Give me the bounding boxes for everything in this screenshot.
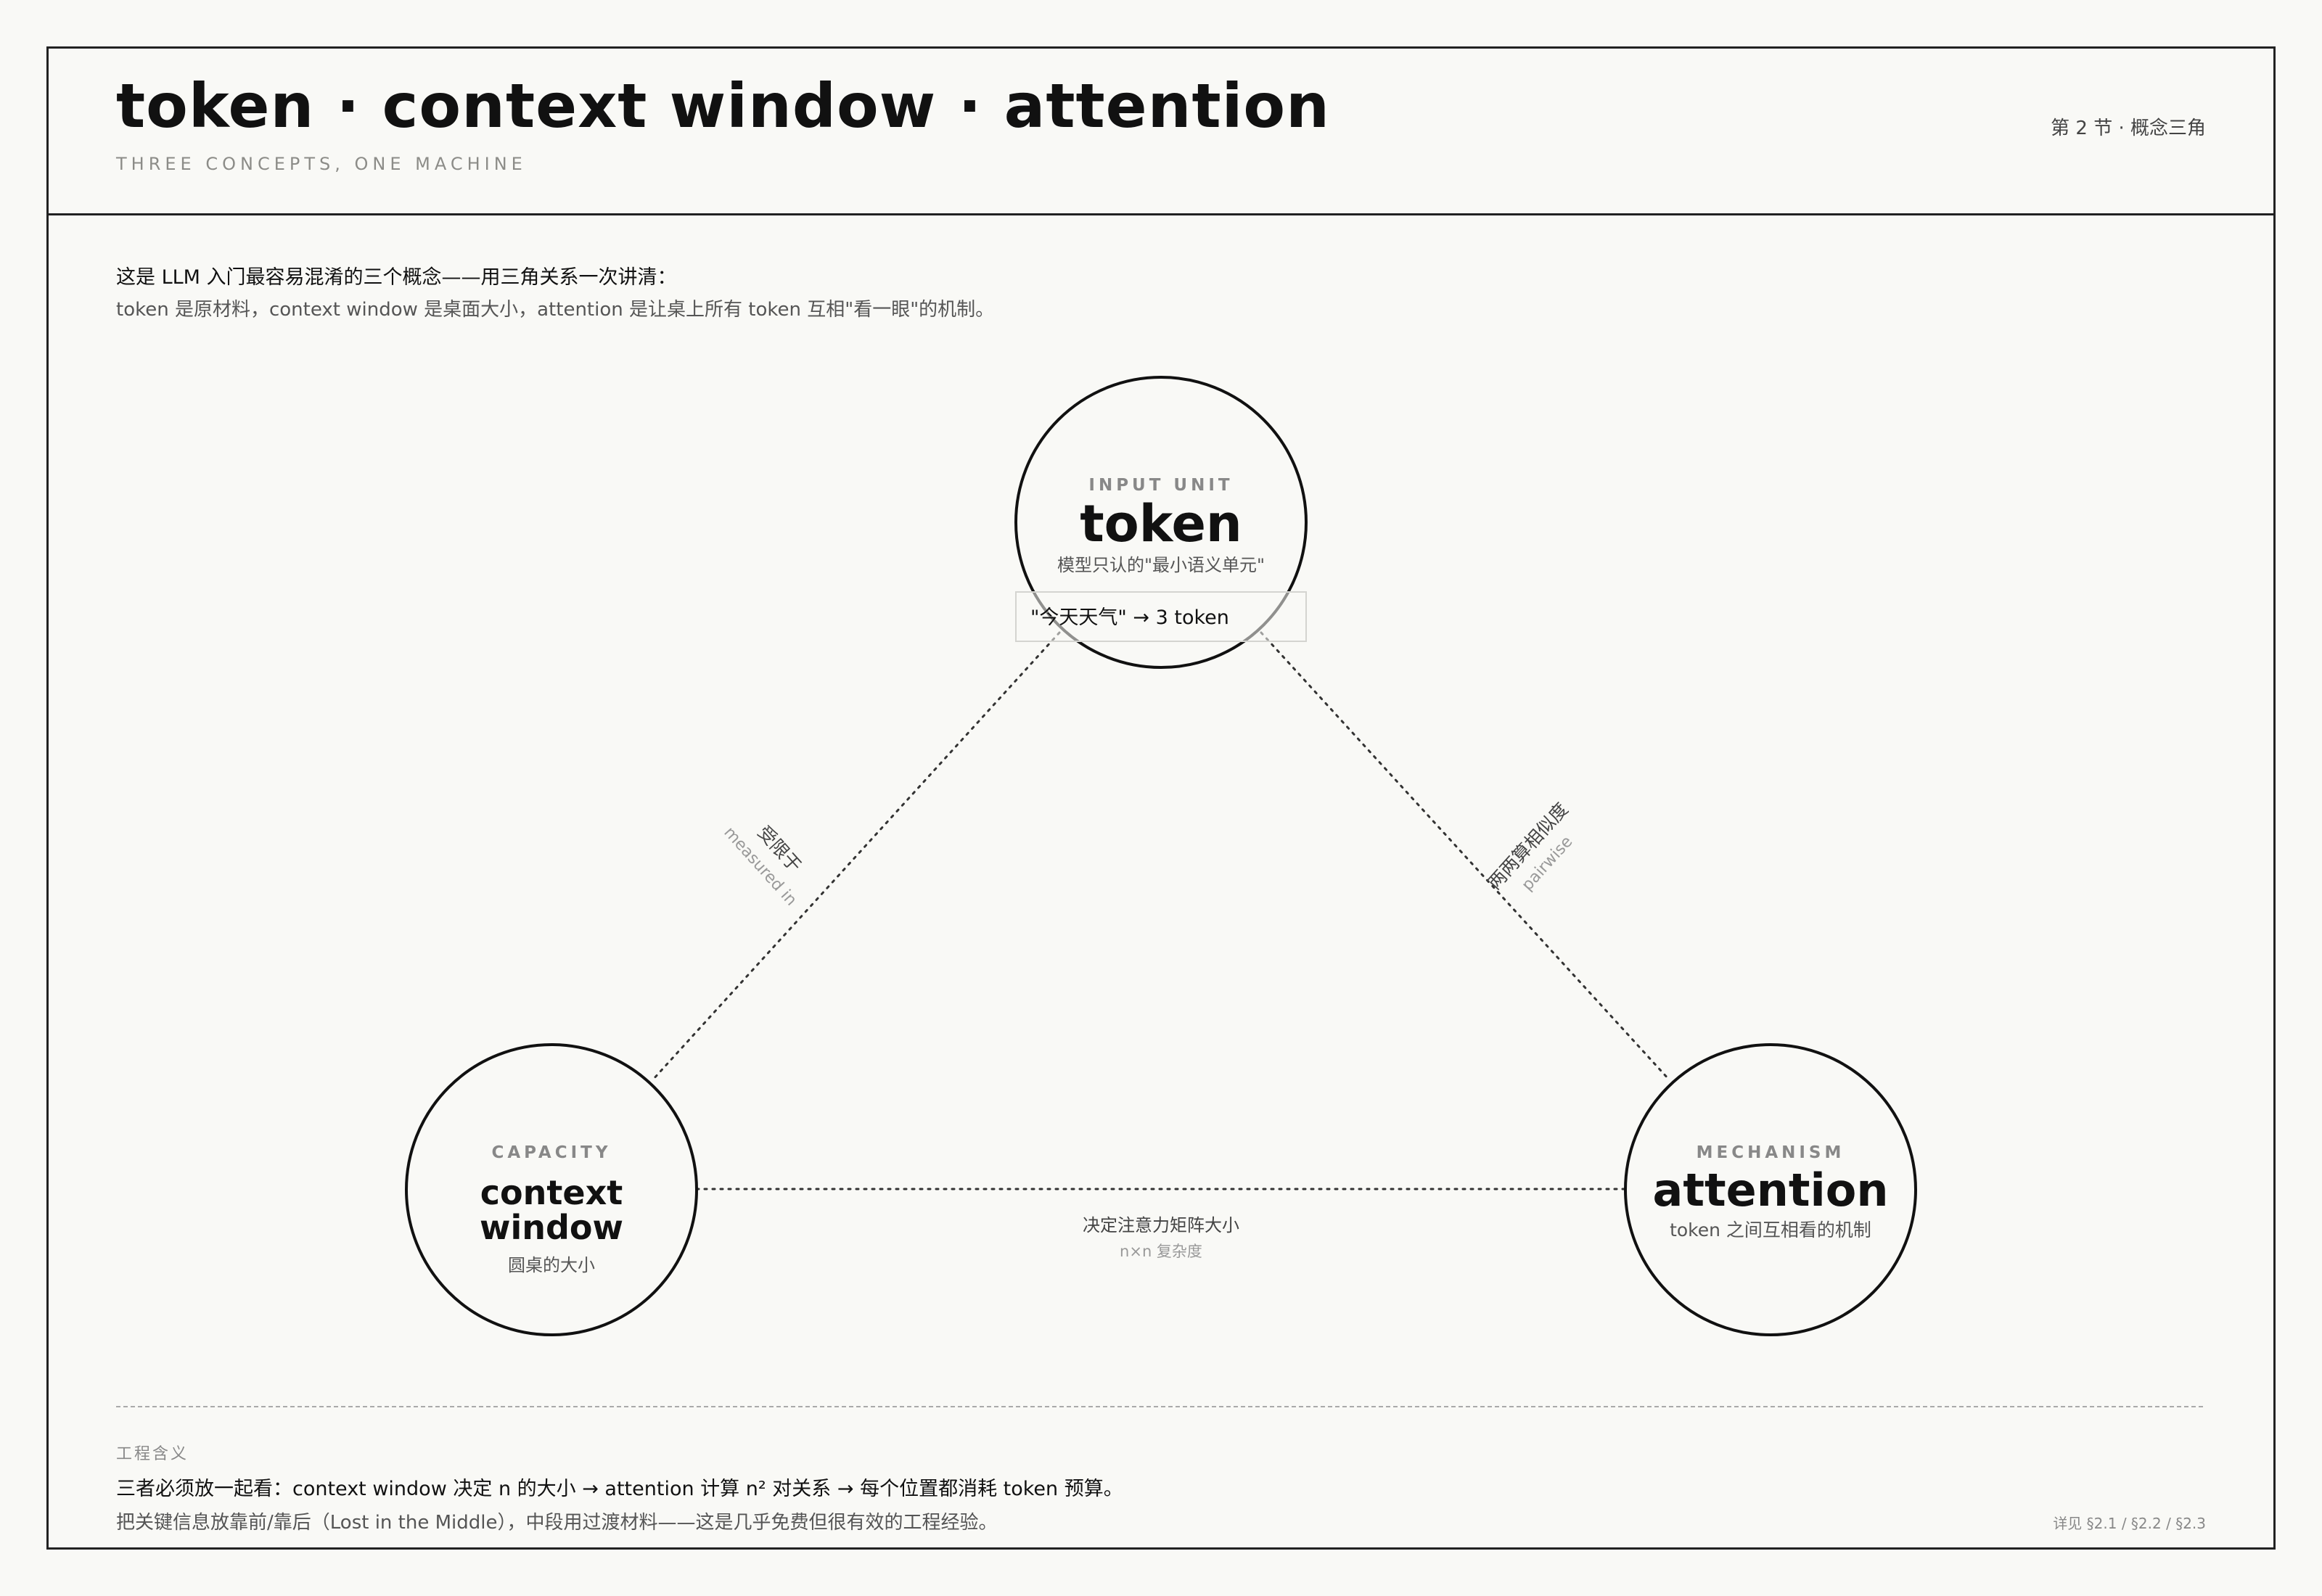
header-divider — [46, 213, 2276, 215]
node-attention: MECHANISM attention token 之间互相看的机制 — [1624, 1043, 1917, 1336]
node-context-circle — [405, 1043, 698, 1336]
token-example-text: "今天天气" → 3 token — [1030, 606, 1229, 629]
edge-label-token-context: 受限于 measured in — [720, 822, 805, 910]
intro-detail: token 是原材料，context window 是桌面大小，attentio… — [116, 299, 995, 321]
page-frame — [46, 46, 2276, 1550]
node-token-name: token — [1080, 494, 1242, 554]
section-label: 第 2 节 · 概念三角 — [2051, 118, 2206, 139]
node-context-desc: 圆桌的大小 — [508, 1255, 595, 1275]
footer-divider — [116, 1406, 2203, 1407]
node-context-name-line1: context — [480, 1173, 623, 1212]
node-attention-name: attention — [1653, 1164, 1889, 1217]
node-context-name-line2: window — [480, 1208, 623, 1247]
node-context-window: CAPACITY context window 圆桌的大小 — [405, 1043, 698, 1336]
edge-label-context-attention-sub: n×n 复杂度 — [1120, 1243, 1202, 1260]
page-title: token · context window · attention — [116, 70, 1330, 141]
node-context-kicker: CAPACITY — [491, 1143, 611, 1162]
node-attention-desc: token 之间互相看的机制 — [1670, 1219, 1871, 1241]
node-token-circle — [1014, 376, 1308, 669]
token-example-box — [1015, 591, 1307, 642]
node-attention-kicker: MECHANISM — [1697, 1143, 1845, 1162]
node-token-kicker: INPUT UNIT — [1088, 476, 1233, 495]
intro-lead: 这是 LLM 入门最容易混淆的三个概念——用三角关系一次讲清： — [116, 266, 677, 289]
node-token: INPUT UNIT token 模型只认的"最小语义单元" "今天天气" → … — [1014, 376, 1308, 669]
footer-label: 工程含义 — [116, 1445, 189, 1463]
node-token-desc: 模型只认的"最小语义单元" — [1057, 555, 1265, 575]
footer-summary: 三者必须放一起看：context window 决定 n 的大小 → atten… — [116, 1478, 1123, 1500]
page-subtitle: THREE CONCEPTS, ONE MACHINE — [116, 154, 527, 174]
edge-token-context — [652, 631, 1061, 1081]
edge-token-attention — [1260, 631, 1670, 1081]
footer-tip: 把关键信息放靠前/靠后（Lost in the Middle），中段用过渡材料—… — [116, 1512, 998, 1534]
footer-reference: 详见 §2.1 / §2.2 / §2.3 — [2053, 1515, 2206, 1532]
node-attention-circle — [1624, 1043, 1917, 1336]
edge-label-context-attention-main: 决定注意力矩阵大小 — [1083, 1215, 1239, 1235]
